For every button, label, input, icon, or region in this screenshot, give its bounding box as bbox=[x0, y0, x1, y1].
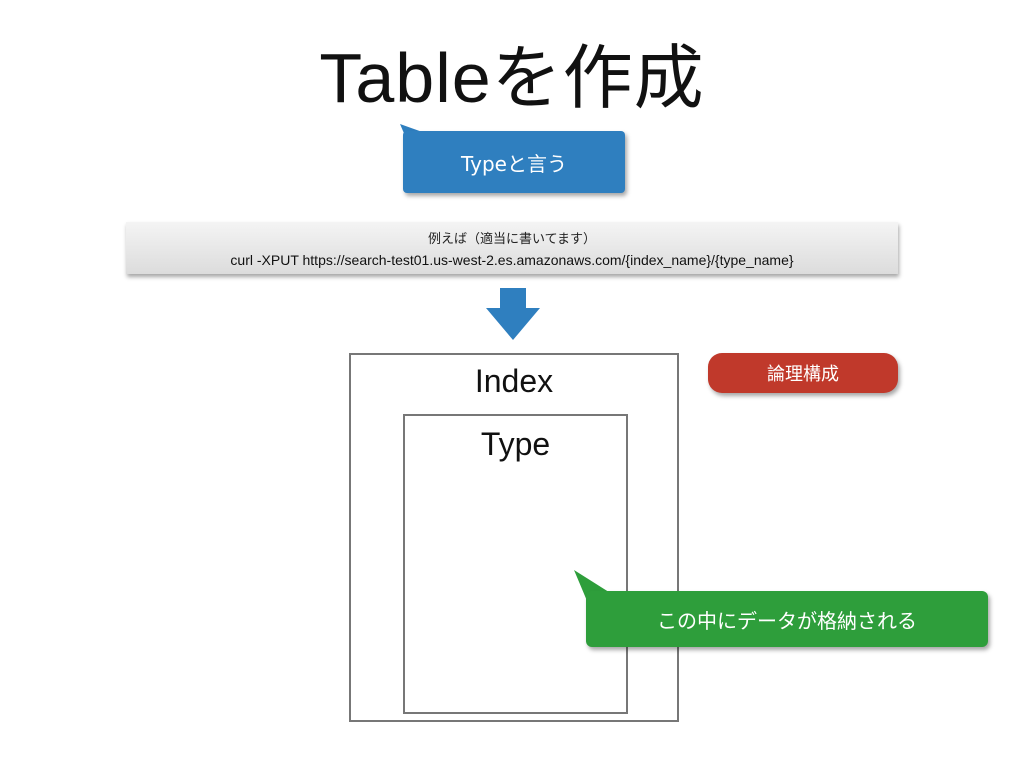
index-label: Index bbox=[474, 363, 554, 399]
type-callout: Typeと言う bbox=[403, 131, 625, 193]
type-label: Type bbox=[480, 426, 551, 462]
logical-structure-text: 論理構成 bbox=[767, 364, 839, 385]
code-example-bar: 例えば（適当に書いてます） curl -XPUT https://search-… bbox=[126, 222, 898, 274]
data-stored-text: この中にデータが格納される bbox=[657, 608, 917, 633]
data-stored-callout: この中にデータが格納される bbox=[586, 591, 988, 647]
code-caption: 例えば（適当に書いてます） bbox=[428, 232, 596, 247]
type-box: Type bbox=[403, 414, 628, 714]
type-callout-text: Typeと言う bbox=[461, 151, 567, 176]
slide-title: Tableを作成 bbox=[319, 39, 705, 117]
code-command: curl -XPUT https://search-test01.us-west… bbox=[230, 252, 794, 268]
logical-structure-badge: 論理構成 bbox=[708, 353, 898, 393]
down-arrow-icon bbox=[486, 288, 540, 340]
index-box: Index bbox=[349, 353, 679, 722]
